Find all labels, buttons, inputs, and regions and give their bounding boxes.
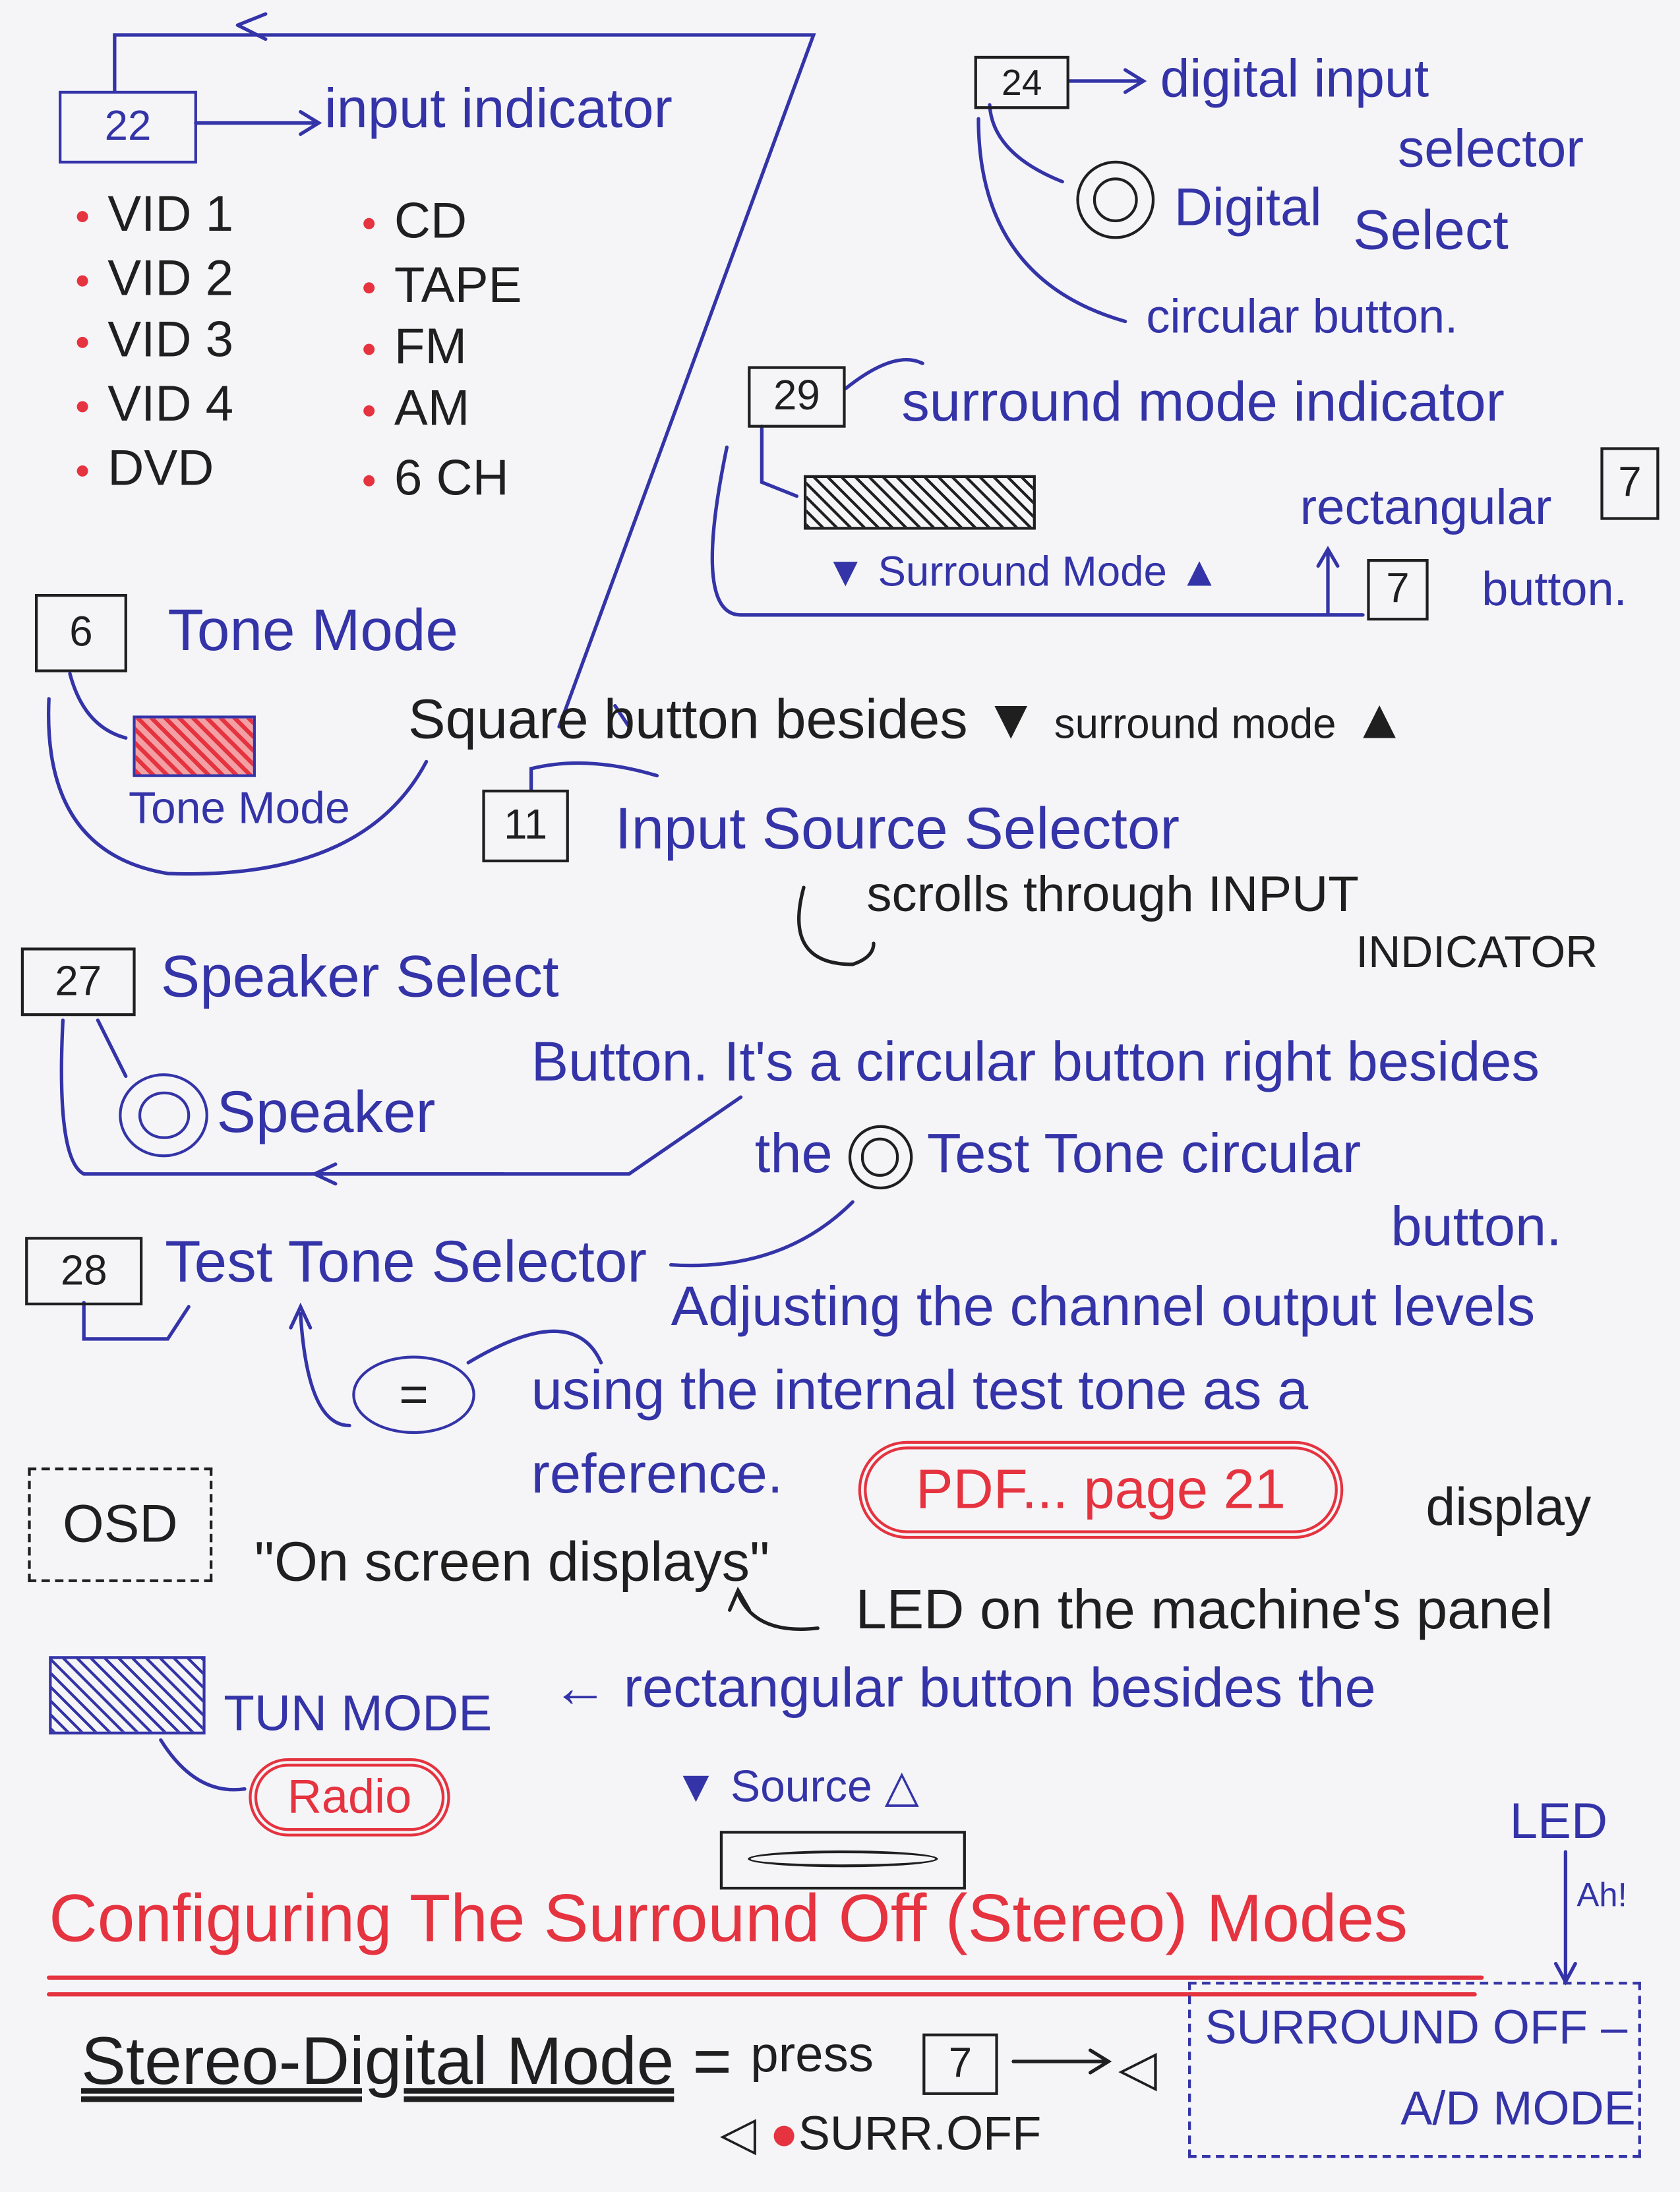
speaker-button-icon: [119, 1073, 208, 1158]
bullet-icon: [363, 405, 375, 417]
surround-mode-indicator-label: surround mode indicator: [901, 371, 1505, 434]
number-box-27: 27: [20, 947, 136, 1017]
radio-cloud: Radio: [254, 1763, 445, 1831]
speaker-select-label: Speaker Select: [160, 943, 559, 1009]
number-box-28: 28: [25, 1237, 143, 1306]
button-word: button.: [1482, 563, 1627, 616]
osd-box: OSD: [28, 1467, 213, 1582]
triangle-up-icon: △: [884, 1761, 919, 1812]
stereo-digital-line: Stereo-Digital Mode = press: [80, 2025, 874, 2100]
bullet-icon: [76, 465, 88, 477]
input-item: VID 2: [76, 252, 233, 314]
tone-mode-label: Tone Mode: [167, 597, 458, 663]
source-display-icon: [719, 1831, 966, 1890]
bullet-icon: [363, 475, 375, 487]
number-box-29: 29: [748, 366, 846, 428]
triangle-down-icon: ▼: [983, 689, 1039, 751]
input-source-selector-label: Input Source Selector: [615, 795, 1180, 861]
triangle-up-icon: ▲: [1352, 689, 1408, 751]
speaker-button-label: Speaker: [216, 1079, 436, 1145]
input-item: DVD: [76, 442, 234, 508]
bullet-icon: [76, 276, 88, 287]
title-underline: [47, 1975, 1484, 1997]
input-indicator-label: input indicator: [324, 78, 673, 140]
input-item: AM: [363, 382, 522, 453]
led-label: LED: [1509, 1791, 1608, 1849]
tun-mode-button-icon: [49, 1656, 206, 1734]
source-button: ▼ Source △: [673, 1761, 919, 1812]
triangle-up-icon: ▲: [1178, 549, 1220, 596]
test-tone-selector-label: Test Tone Selector: [165, 1228, 647, 1295]
triangle-down-icon: ▼: [824, 549, 866, 596]
input-item: 6 CH: [363, 452, 522, 518]
surround-mode-display-icon: [803, 475, 1036, 530]
eye-icon: ◁: [719, 2107, 757, 2161]
input-list-left: VID 1 VID 2 VID 3 VID 4 DVD: [76, 188, 234, 508]
number-box-24: 24: [974, 55, 1069, 109]
led-note: LED on the machine's panel: [855, 1579, 1553, 1641]
number-box-7: 7: [1600, 447, 1660, 520]
test-tone-description-2: using the internal test tone as a: [531, 1359, 1309, 1422]
bullet-icon: [363, 218, 375, 230]
speaker-note-2: the Test Tone circular: [755, 1125, 1361, 1190]
pdf-reference-cloud: PDF... page 21: [864, 1446, 1338, 1533]
test-tone-button-icon: =: [352, 1355, 475, 1435]
osd-meaning: "On screen displays": [254, 1531, 770, 1593]
surr-off-indicator: ◁ ●SURR.OFF: [719, 2107, 1042, 2161]
input-item: FM: [363, 321, 522, 383]
input-item: TAPE: [363, 259, 522, 321]
bullet-icon: [363, 283, 375, 295]
circular-button-note: circular button.: [1146, 290, 1458, 344]
input-list-right: CD TAPE FM AM 6 CH: [363, 195, 522, 518]
number-box-11: 11: [482, 789, 569, 863]
number-box-22: 22: [59, 90, 197, 164]
input-item: VID 1: [76, 188, 233, 253]
arrow-22-to-11: [113, 33, 816, 729]
bullet-icon: [363, 344, 375, 356]
speaker-note: Button. It's a circular button right bes…: [531, 1031, 1540, 1093]
display-word: display: [1425, 1478, 1592, 1537]
test-tone-description-3: reference.: [531, 1443, 783, 1506]
scroll-note-2: INDICATOR: [1356, 926, 1598, 977]
triangle-down-icon: ▼: [673, 1761, 718, 1812]
eye-icon: ◁: [1118, 2039, 1157, 2096]
test-tone-description: Adjusting the channel output levels: [671, 1276, 1536, 1338]
tone-mode-button-label: Tone Mode: [129, 783, 350, 833]
digital-input-label: digital input: [1160, 50, 1429, 109]
bullet-icon: [76, 337, 88, 349]
result-line-2: A/D MODE: [1400, 2082, 1636, 2136]
number-label: 22: [104, 103, 152, 150]
key-7-box: 7: [922, 2033, 998, 2095]
input-item: CD: [363, 195, 522, 260]
digital-input-label-2: selector: [1398, 120, 1584, 179]
section-title: Configuring The Surround Off (Stereo) Mo…: [49, 1882, 1408, 1957]
result-box: SURROUND OFF – A/D MODE: [1187, 1982, 1641, 2158]
input-item: VID 3: [76, 314, 233, 379]
ah-label: Ah!: [1576, 1877, 1627, 1915]
speaker-note-3: button.: [1391, 1196, 1562, 1258]
tun-mode-label: TUN MODE: [224, 1684, 493, 1742]
bullet-icon: [76, 401, 88, 413]
number-box-6: 6: [34, 593, 127, 672]
number-box-7b: 7: [1367, 558, 1429, 621]
bullet-icon: [76, 212, 88, 223]
square-button-note: Square button besides ▼ surround mode ▲: [408, 689, 1408, 751]
result-line-1: SURROUND OFF –: [1205, 2001, 1628, 2055]
digital-select-button-icon: [1076, 160, 1155, 239]
input-item: VID 4: [76, 378, 233, 444]
test-tone-button-icon: [848, 1125, 913, 1190]
digital-button-label: Digital: [1174, 179, 1322, 238]
surround-mode-button: ▼ Surround Mode ▲: [824, 549, 1220, 596]
scroll-note: scrolls through INPUT: [866, 865, 1359, 923]
rectangular-label: rectangular: [1300, 478, 1552, 535]
select-button-label: Select: [1353, 200, 1509, 262]
tone-mode-button-icon: [133, 715, 256, 777]
tun-mode-note: ← rectangular button besides the: [552, 1657, 1376, 1719]
red-led-icon: ●: [769, 2107, 798, 2161]
